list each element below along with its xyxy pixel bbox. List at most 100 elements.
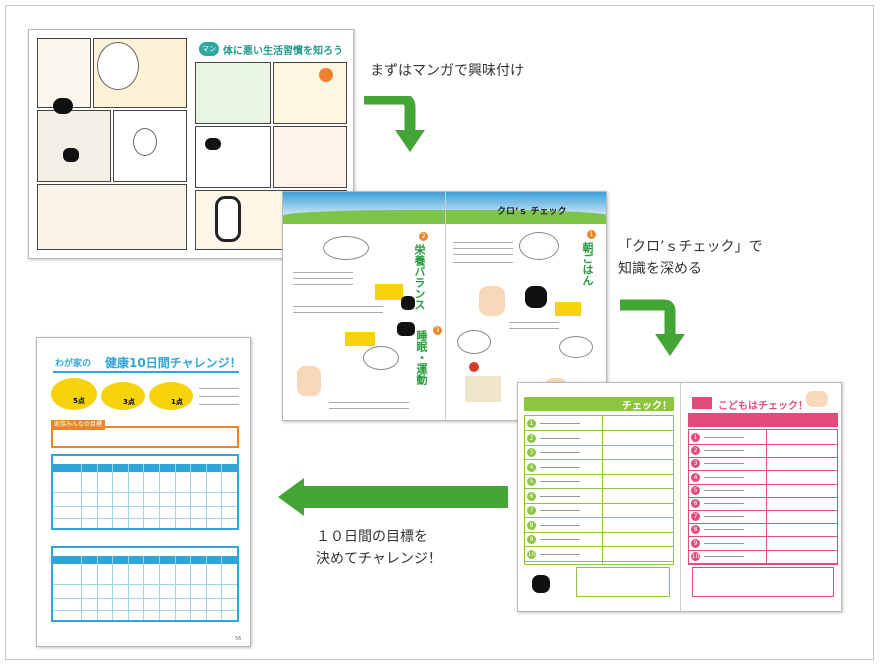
grid-column — [81, 464, 82, 528]
manga-title: 体に悪い生活習慣を知ろう — [223, 46, 343, 57]
check-row-line — [688, 444, 838, 445]
down-arrow-icon-1 — [364, 96, 425, 152]
check-row-text — [704, 555, 744, 557]
grid-column — [174, 464, 176, 528]
record-grid-1 — [51, 454, 239, 530]
grid-column — [159, 464, 160, 528]
check-row-line — [524, 430, 674, 431]
check-number: 7 — [527, 506, 536, 515]
grid-column — [143, 464, 145, 528]
check-row-line — [688, 549, 838, 551]
check-row-line — [688, 510, 838, 511]
grid-column — [221, 556, 223, 620]
family-goal-box — [51, 426, 239, 448]
check-row-text — [704, 489, 744, 491]
right-check-title: こどもはチェック！ — [718, 401, 808, 412]
check-row-text — [540, 553, 580, 555]
grid-column — [190, 464, 192, 528]
grid-column — [205, 464, 207, 528]
check-row-text — [704, 529, 744, 531]
check-row-line — [688, 523, 838, 525]
manga-spread: マンガ 体に悪い生活習慣を知ろう — [28, 29, 354, 259]
check-row-text — [704, 516, 744, 518]
check-row-text — [540, 437, 580, 439]
check-number: 9 — [527, 535, 536, 544]
check-number: 9 — [691, 538, 700, 548]
grid-column — [96, 556, 98, 620]
points-3: 3点 — [101, 382, 145, 410]
caption-step2-line2: 知識を深める — [618, 261, 702, 277]
check-row-line — [524, 546, 674, 547]
check-number: 10 — [691, 551, 700, 561]
caption-step3-line2: 決めてチャレンジ！ — [316, 551, 442, 567]
check-number: 1 — [691, 433, 700, 442]
left-check-title: チェック！ — [622, 401, 672, 412]
check-number: 2 — [527, 433, 536, 443]
check-row-text — [704, 476, 744, 478]
check-row-text — [540, 481, 580, 482]
check-row-text — [540, 423, 580, 424]
grid-column — [112, 464, 114, 528]
sheet-page-number: 56 — [235, 636, 242, 642]
grid-column — [127, 556, 129, 620]
grid-column — [174, 556, 176, 620]
check-left-page: 2 栄養バランス 3 睡眠・運動 — [289, 226, 442, 416]
challenge-sheet: わが家の 健康10日間チャレンジ！ 5点 3点 1点 家族みんなの目標 56 — [36, 337, 251, 647]
check-row-text — [540, 495, 580, 497]
check-number: 1 — [527, 419, 536, 428]
manga-title-badge: マンガ — [199, 42, 219, 67]
check-number: 2 — [691, 446, 700, 456]
grid-column — [221, 464, 223, 528]
check-row-text — [540, 539, 580, 540]
badge-1: 1 — [587, 230, 596, 239]
check-number: 4 — [527, 462, 536, 472]
badge-3: 3 — [433, 326, 442, 335]
caption-step1: まずはマンガで興味付け — [370, 63, 524, 79]
check-number: 5 — [527, 477, 536, 486]
caption-step2-line1: 「クロ’ｓチェック」で — [618, 239, 763, 255]
sheet-title-prefix: わが家の — [55, 359, 92, 369]
check-row-text — [704, 503, 744, 504]
down-arrow-icon-2 — [620, 299, 685, 356]
check-number: 6 — [691, 499, 700, 508]
check-number: 3 — [527, 448, 536, 457]
check-row-text — [704, 542, 744, 544]
left-arrow-icon — [278, 478, 508, 516]
check-right-page: 1 朝ごはん — [449, 226, 603, 416]
grid-column — [96, 464, 98, 528]
check-row-line — [688, 483, 838, 485]
check-row-text — [540, 466, 580, 468]
grid-column — [159, 556, 160, 620]
section-breakfast: 朝ごはん — [581, 242, 594, 286]
check-row-line — [688, 470, 838, 472]
points-1: 1点 — [149, 382, 193, 410]
record-grid-2 — [51, 546, 239, 622]
badge-2: 2 — [419, 232, 428, 241]
check-number: 6 — [527, 491, 536, 501]
manga-left-page — [37, 38, 187, 250]
caption-step3-line1: １０日間の目標を — [316, 529, 428, 545]
grid-column — [81, 556, 82, 620]
check-row-line — [524, 531, 674, 533]
family-goal-label: 家族みんなの目標 — [51, 420, 106, 430]
check-row-text — [704, 450, 744, 452]
check-row-text — [540, 524, 580, 526]
check-row-line — [688, 562, 838, 564]
check-row-line — [524, 488, 674, 489]
check-row-text — [540, 510, 580, 511]
check-row-line — [524, 560, 674, 562]
section-sleep: 睡眠・運動 — [413, 330, 428, 404]
check-row-line — [524, 517, 674, 518]
points-5: 5点 — [51, 378, 97, 410]
check-number: 3 — [691, 459, 700, 469]
check-row-line — [524, 502, 674, 504]
grid-column — [205, 556, 207, 620]
grid-column — [143, 556, 145, 620]
check-header: クロ’ｓ チェック — [497, 207, 567, 217]
check-row-text — [540, 452, 580, 453]
check-row-text — [704, 437, 744, 438]
check-row-line — [688, 536, 838, 538]
